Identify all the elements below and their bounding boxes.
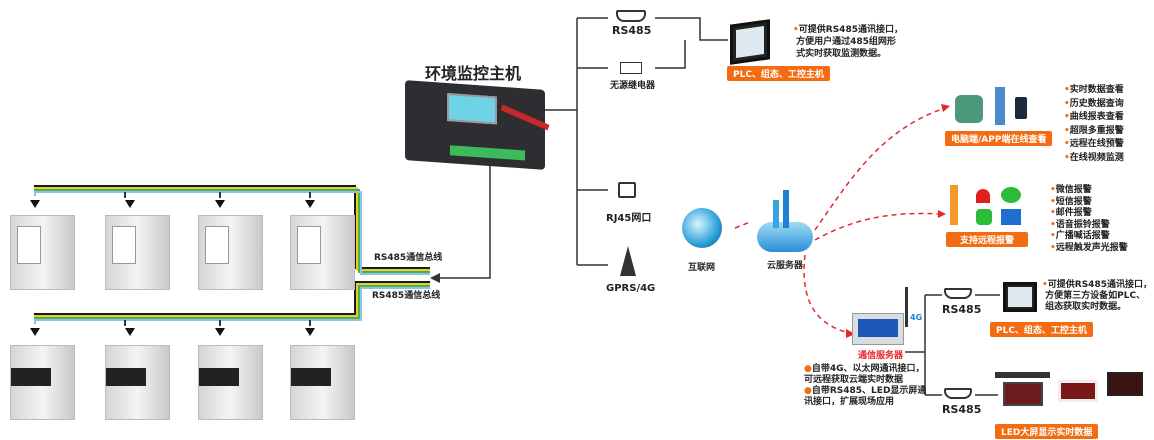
cloud-label: 云服务器 bbox=[767, 261, 804, 271]
list-item: •超限多重报警 bbox=[1064, 125, 1124, 136]
sensor-mount bbox=[10, 215, 75, 290]
remote-alarm-badge: 支持远程报警 bbox=[946, 232, 1029, 247]
led-screens bbox=[995, 372, 1145, 422]
cloud-icon bbox=[757, 190, 813, 252]
siren-icon bbox=[976, 189, 990, 203]
plc-monitor-icon bbox=[730, 19, 770, 65]
list-item: •远程在线预警 bbox=[1064, 139, 1124, 149]
comm-server-device bbox=[852, 313, 904, 345]
plc-desc-bottom: •可提供RS485通讯接口， 方便第三方设备如PLC、 组态获取实时数据。 bbox=[1042, 280, 1152, 312]
mail-icon bbox=[1001, 209, 1021, 225]
list-item: •曲线报表查看 bbox=[1064, 112, 1124, 122]
rs485-label-led: RS485 bbox=[942, 403, 982, 416]
alarm-icons bbox=[946, 183, 1026, 229]
wechat-icon bbox=[1001, 187, 1021, 203]
rs485-port-icon bbox=[944, 388, 972, 399]
host-device bbox=[405, 80, 550, 170]
rs485-label-plc: RS485 bbox=[942, 303, 982, 316]
gprs-label: GPRS/4G bbox=[606, 283, 656, 294]
host-title: 环境监控主机 bbox=[425, 64, 522, 83]
online-view-badge: 电脑端/APP端在线查看 bbox=[945, 131, 1053, 146]
list-item: •语音振铃报警 bbox=[1050, 219, 1110, 230]
relay-icon bbox=[620, 62, 642, 74]
list-item: •在线视频监测 bbox=[1064, 152, 1124, 163]
plc-badge-bottom: PLC、组态、工控主机 bbox=[990, 322, 1093, 337]
rs485-port-icon bbox=[616, 10, 646, 22]
computer-phone-user-icon bbox=[955, 85, 1035, 127]
sensor-mount bbox=[105, 215, 170, 290]
sensor-mount bbox=[290, 345, 355, 420]
plc-badge-top: PLC、组态、工控主机 bbox=[727, 66, 830, 81]
rs485-label: RS485 bbox=[612, 24, 652, 37]
person-icon bbox=[950, 185, 958, 225]
internet-label: 互联网 bbox=[688, 263, 716, 273]
alarm-feature-list: •微信报警 •短信报警 •邮件报警 •语音振铃报警 •广播喊话报警 •远程触发声… bbox=[1050, 185, 1128, 254]
online-feature-list: •实时数据查看 •历史数据查询 •曲线报表查看 •超限多重报警 •远程在线预警 … bbox=[1064, 84, 1124, 165]
4g-icon: 4G bbox=[910, 313, 923, 322]
sensor-mount bbox=[10, 345, 75, 420]
rs485-port-icon bbox=[944, 288, 972, 299]
list-item: •微信报警 bbox=[1050, 185, 1092, 195]
sensor-mount bbox=[198, 345, 263, 420]
server-notes: ●自带4G、以太网通讯接口，可远程获取云端实时数据●自带RS485、LED显示屏… bbox=[804, 364, 927, 407]
comm-server-label: 通信服务器 bbox=[858, 351, 904, 361]
rj45-icon bbox=[618, 182, 636, 198]
list-item: •实时数据查看 bbox=[1064, 85, 1124, 95]
message-icon bbox=[976, 209, 992, 225]
antenna-tower-icon bbox=[620, 246, 636, 276]
list-item: •邮件报警 bbox=[1050, 208, 1092, 218]
plc-monitor-icon bbox=[1003, 282, 1037, 312]
list-item: •广播喊话报警 bbox=[1050, 231, 1110, 241]
sensor-mount bbox=[105, 345, 170, 420]
list-item: •历史数据查询 bbox=[1064, 98, 1124, 109]
sensor-mount bbox=[290, 215, 355, 290]
globe-icon bbox=[682, 208, 722, 248]
antenna-icon bbox=[905, 287, 908, 327]
rj45-label: RJ45网口 bbox=[606, 213, 652, 224]
sensor-mount bbox=[198, 215, 263, 290]
relay-label: 无源继电器 bbox=[610, 81, 656, 91]
led-badge: LED大屏显示实时数据 bbox=[995, 424, 1099, 439]
list-item: •短信报警 bbox=[1050, 196, 1092, 207]
bus-label-bottom: RS485通信总线 bbox=[372, 291, 441, 301]
bus-label-top: RS485通信总线 bbox=[374, 253, 443, 263]
list-item: •远程触发声光报警 bbox=[1050, 242, 1128, 253]
plc-desc-top: •可提供RS485通讯接口， 方便用户通过485组网形 式实时获取监测数据。 bbox=[793, 25, 903, 59]
